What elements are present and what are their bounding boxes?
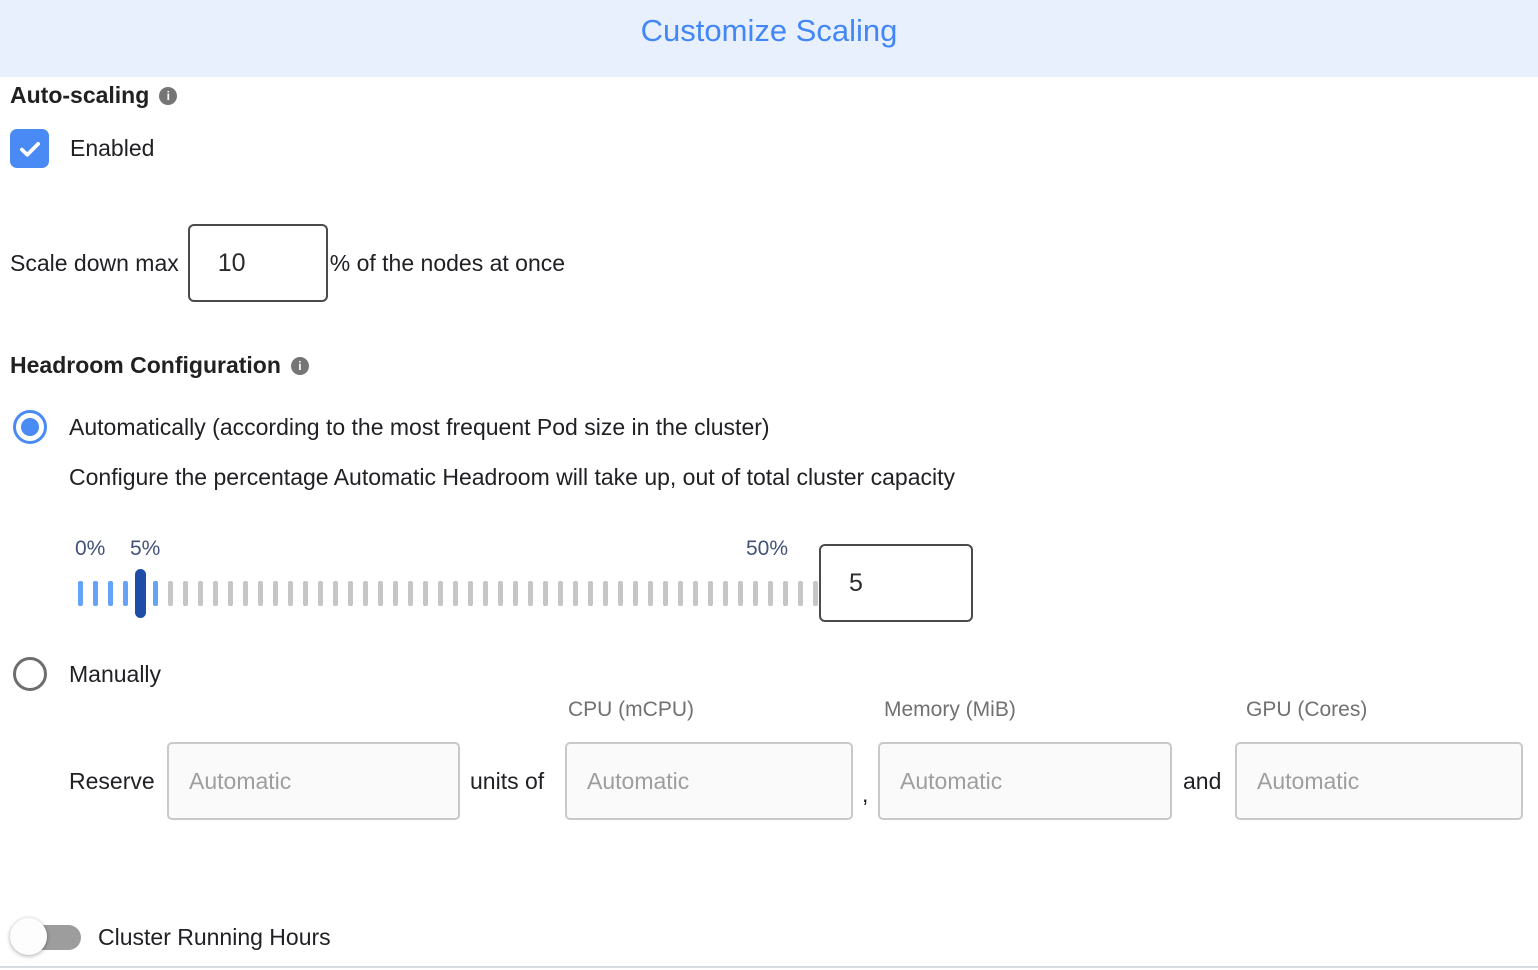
auto-scaling-label: Auto-scaling xyxy=(10,82,150,108)
info-icon[interactable]: i xyxy=(159,86,178,105)
cluster-running-hours-toggle[interactable] xyxy=(10,916,82,958)
slider-tick xyxy=(573,581,578,606)
slider-tick xyxy=(213,581,218,606)
slider-tick xyxy=(783,581,788,606)
headroom-automatic-option-row: Automatically (according to the most fre… xyxy=(13,410,770,444)
page-title: Customize Scaling xyxy=(640,12,898,48)
slider-tick xyxy=(288,581,293,606)
radio-dot xyxy=(21,418,39,436)
reserve-label: Reserve xyxy=(69,767,155,794)
slider-tick xyxy=(198,581,203,606)
units-of-label: units of xyxy=(470,767,545,794)
slider-tick xyxy=(108,581,113,606)
headroom-configuration-label: Headroom Configuration xyxy=(10,352,281,378)
slider-handle[interactable] xyxy=(135,569,146,618)
slider-tick xyxy=(423,581,428,606)
slider-tick xyxy=(693,581,698,606)
slider-tick xyxy=(78,581,83,606)
memory-input[interactable] xyxy=(878,742,1172,820)
slider-tick xyxy=(558,581,563,606)
slider-tick xyxy=(348,581,353,606)
slider-tick xyxy=(498,581,503,606)
enabled-label: Enabled xyxy=(70,135,155,161)
info-icon[interactable]: i xyxy=(290,356,309,375)
manually-radio[interactable] xyxy=(13,657,47,691)
slider-tick xyxy=(183,581,188,606)
scale-down-row: Scale down max % of the nodes at once xyxy=(10,224,565,302)
memory-column-header: Memory (MiB) xyxy=(884,698,1016,721)
slider-tick xyxy=(468,581,473,606)
manually-option-label: Manually xyxy=(69,660,162,687)
toggle-knob xyxy=(10,918,47,955)
headroom-manual-option-row: Manually xyxy=(13,657,161,691)
cluster-running-hours-row: Cluster Running Hours xyxy=(10,916,331,958)
cpu-column-header: CPU (mCPU) xyxy=(568,698,694,721)
comma-separator: , xyxy=(862,781,869,807)
enabled-checkbox[interactable] xyxy=(10,129,49,168)
slider-tick xyxy=(303,581,308,606)
automatic-headroom-description: Configure the percentage Automatic Headr… xyxy=(69,464,955,490)
slider-tick xyxy=(318,581,323,606)
slider-tick xyxy=(588,581,593,606)
slider-tick xyxy=(603,581,608,606)
slider-tick xyxy=(738,581,743,606)
slider-tick xyxy=(243,581,248,606)
gpu-column-header: GPU (Cores) xyxy=(1246,698,1368,721)
slider-tick xyxy=(723,581,728,606)
slider-tick xyxy=(483,581,488,606)
slider-tick xyxy=(393,581,398,606)
slider-tick xyxy=(168,581,173,606)
headroom-section-header: Headroom Configuration i xyxy=(10,352,309,379)
reserve-units-input[interactable] xyxy=(167,742,460,820)
scale-down-prefix-label: Scale down max xyxy=(10,249,179,276)
slider-tick xyxy=(408,581,413,606)
slider-tick xyxy=(363,581,368,606)
slider-tick xyxy=(768,581,773,606)
slider-tick xyxy=(333,581,338,606)
slider-tick xyxy=(438,581,443,606)
checkmark-icon xyxy=(19,141,40,157)
slider-tick xyxy=(633,581,638,606)
slider-tick xyxy=(813,581,818,606)
slider-tick xyxy=(678,581,683,606)
cpu-input[interactable] xyxy=(565,742,853,820)
auto-scaling-enabled-row: Enabled xyxy=(10,129,154,168)
bottom-divider xyxy=(0,966,1538,968)
automatic-radio[interactable] xyxy=(13,410,47,444)
slider-tick xyxy=(618,581,623,606)
and-separator: and xyxy=(1183,767,1222,794)
cluster-running-hours-label: Cluster Running Hours xyxy=(98,923,331,950)
slider-tick xyxy=(663,581,668,606)
panel-header: Customize Scaling xyxy=(0,0,1538,77)
slider-tick xyxy=(378,581,383,606)
slider-tick xyxy=(648,581,653,606)
slider-tick xyxy=(453,581,458,606)
slider-tick xyxy=(153,581,158,606)
slider-current-label: 5% xyxy=(130,537,161,560)
slider-max-label: 50% xyxy=(746,537,789,560)
scale-down-suffix-label: % of the nodes at once xyxy=(329,249,566,276)
slider-tick xyxy=(543,581,548,606)
slider-tick xyxy=(93,581,98,606)
slider-tick xyxy=(123,581,128,606)
slider-tick xyxy=(798,581,803,606)
headroom-slider-ticks[interactable] xyxy=(78,566,818,621)
slider-tick xyxy=(513,581,518,606)
slider-tick xyxy=(708,581,713,606)
headroom-percentage-input[interactable] xyxy=(819,544,973,622)
slider-tick xyxy=(528,581,533,606)
auto-scaling-section-header: Auto-scaling i xyxy=(10,82,178,109)
slider-min-label: 0% xyxy=(75,537,106,560)
slider-tick xyxy=(228,581,233,606)
scale-down-max-input[interactable] xyxy=(187,224,328,302)
gpu-input[interactable] xyxy=(1235,742,1523,820)
slider-tick xyxy=(258,581,263,606)
slider-tick xyxy=(273,581,278,606)
slider-tick xyxy=(753,581,758,606)
automatic-option-label: Automatically (according to the most fre… xyxy=(69,413,770,440)
